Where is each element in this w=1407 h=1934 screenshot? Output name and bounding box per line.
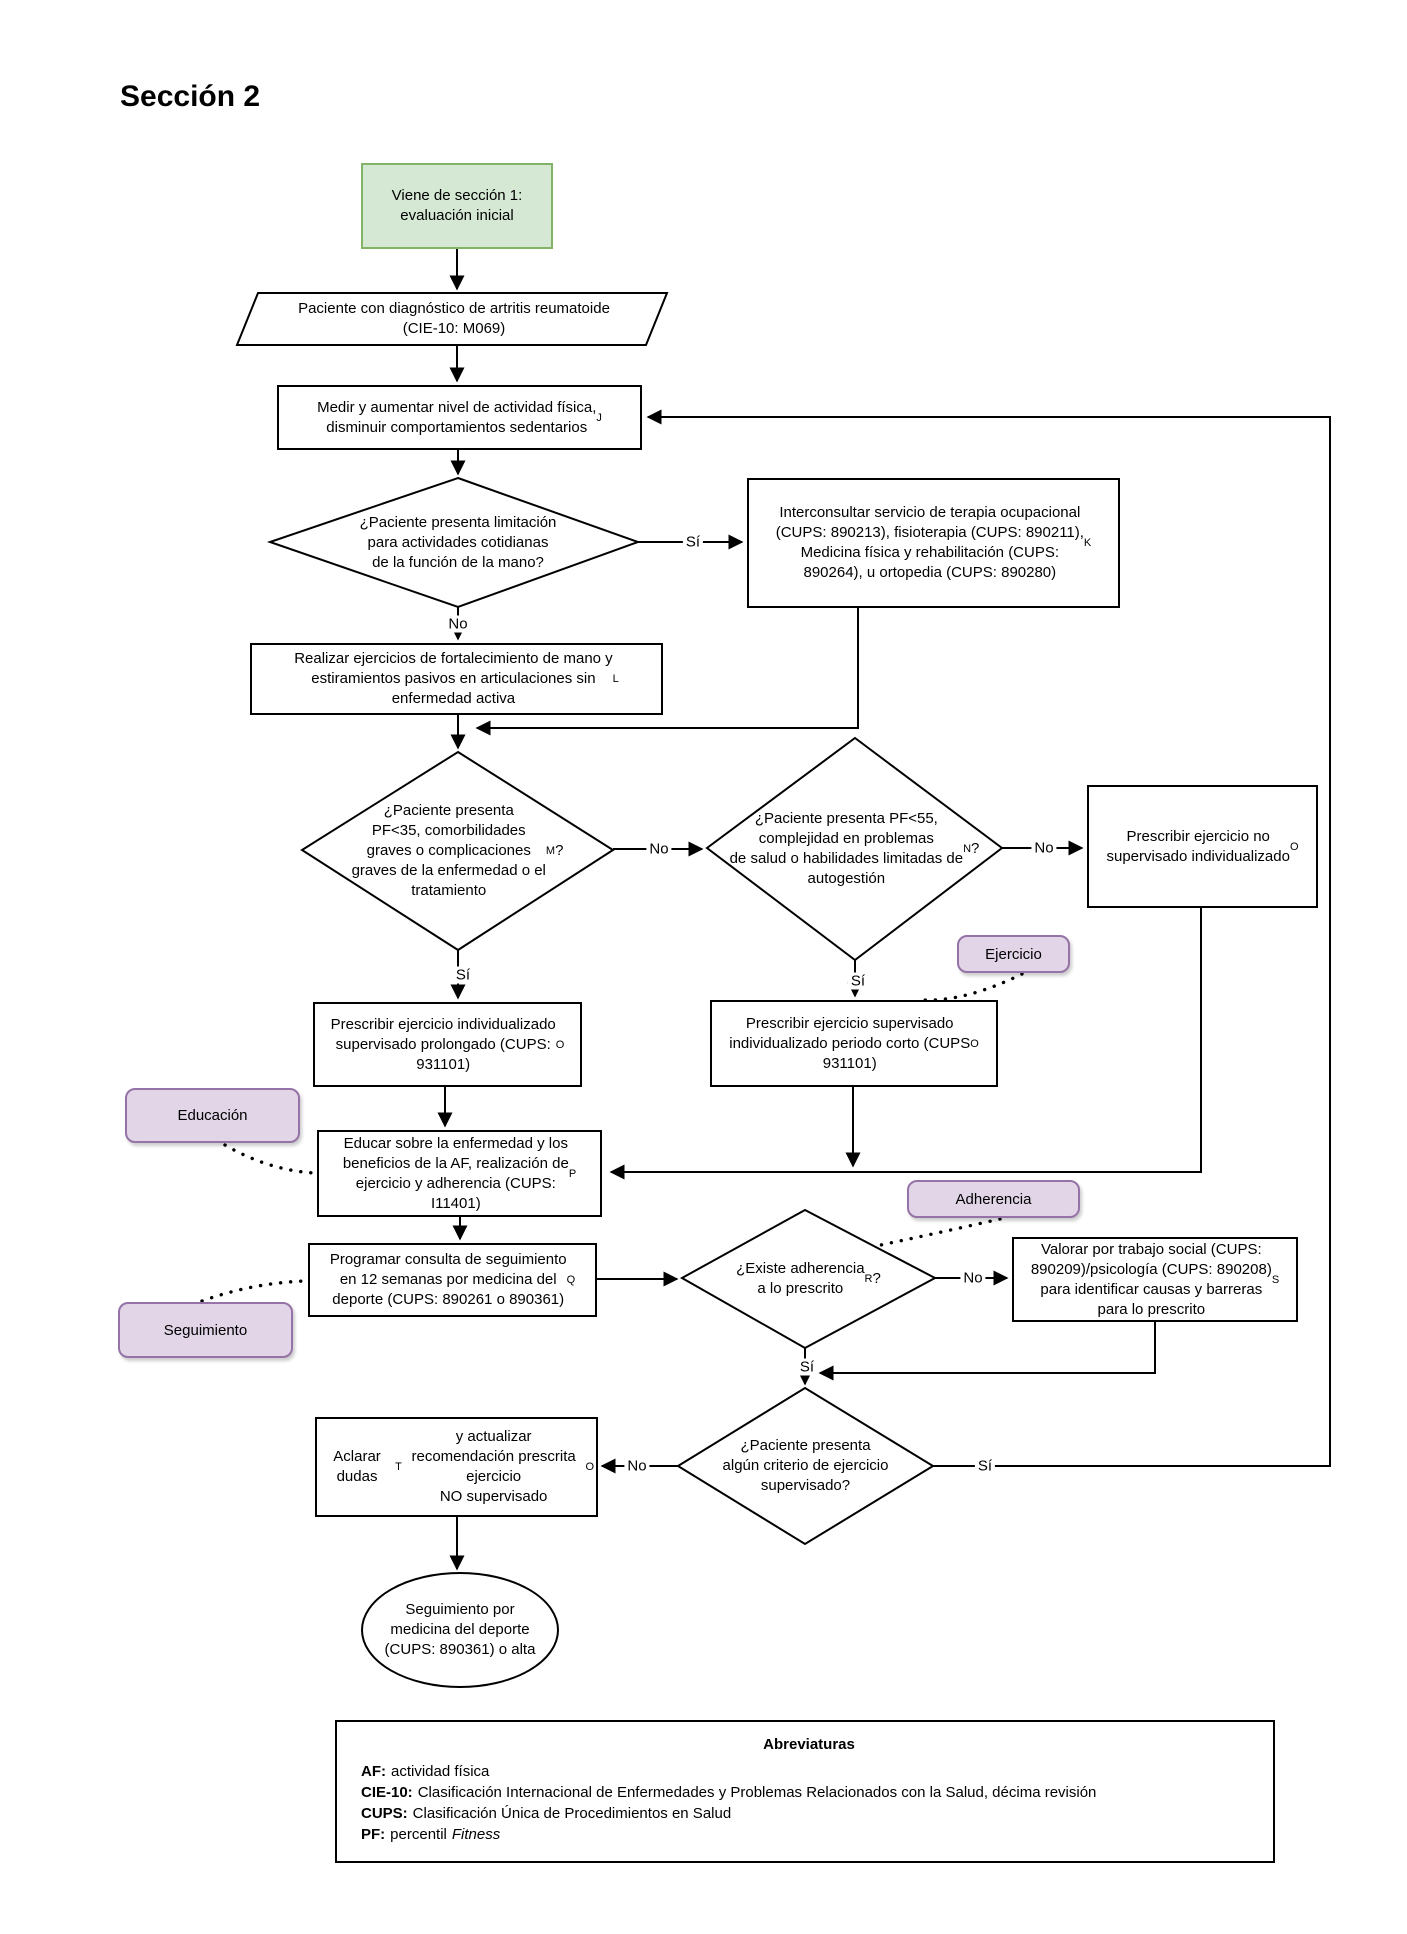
edge-label-criterio-si: Sí	[974, 1457, 996, 1475]
node-realizar-ejercicios: Realizar ejercicios de fortalecimiento d…	[250, 643, 663, 715]
node-criterio-supervisado-question: ¿Paciente presenta algún criterio de eje…	[722, 1437, 889, 1494]
edge-nosupervisado-to-educar	[609, 908, 1202, 1180]
pf35-diamond	[300, 750, 615, 952]
edge-label-adherencia-si: Sí	[796, 1358, 818, 1376]
edge-label-mano-si: Sí	[682, 533, 704, 551]
abbreviation-term: AF:	[361, 1763, 386, 1780]
node-start-seccion1: Viene de sección 1: evaluación inicial	[361, 163, 553, 249]
badge-seguimiento: Seguimiento	[118, 1302, 293, 1358]
patient-parallelogram	[235, 292, 669, 346]
edge-interconsultar-return	[475, 608, 859, 736]
abbreviation-def: percentil	[390, 1826, 447, 1843]
node-interconsultar: Interconsultar servicio de terapia ocupa…	[747, 478, 1120, 608]
abbreviation-italic: Fitness	[451, 1826, 501, 1843]
badge-educacion: Educación	[125, 1088, 300, 1143]
abbreviation-cups: CUPS:Clasificación Única de Procedimient…	[361, 1803, 1257, 1824]
node-medir-actividad: Medir y aumentar nivel de actividad físi…	[277, 385, 642, 450]
pf55-diamond	[705, 736, 1004, 962]
badge-adherencia: Adherencia	[907, 1180, 1080, 1218]
badge-adherencia-connector	[874, 1217, 1002, 1248]
adherencia-diamond	[679, 1208, 938, 1350]
node-pf35-question: ¿Paciente presenta PF<35, comorbilidades…	[351, 802, 564, 899]
node-paciente-diagnostico: Paciente con diagnóstico de artritis reu…	[298, 300, 610, 337]
abbreviation-cie10: CIE-10:Clasificación Internacional de En…	[361, 1782, 1257, 1803]
abbreviation-def: actividad física	[391, 1763, 490, 1780]
abbreviations-title: Abreviaturas	[763, 1736, 855, 1753]
node-programar-seguimiento: Programar consulta de seguimiento en 12 …	[308, 1243, 597, 1317]
fin-ellipse	[361, 1572, 559, 1688]
edge-label-pf55-si: Sí	[847, 972, 869, 990]
edge-label-mano-no: No	[445, 615, 471, 633]
node-educar: Educar sobre la enfermedad y los benefic…	[317, 1130, 602, 1217]
edge-valorar-return	[818, 1322, 1156, 1381]
node-fin-seguimiento: Seguimiento por medicina del deporte (CU…	[384, 1601, 536, 1658]
node-pf55-question: ¿Paciente presenta PF<55, complejidad en…	[729, 810, 980, 887]
badge-seguimiento-connector	[200, 1279, 307, 1303]
node-limitacion-mano-question: ¿Paciente presenta limitación para activ…	[359, 513, 557, 571]
badge-ejercicio: Ejercicio	[957, 935, 1070, 973]
abbreviation-def: Clasificación Única de Procedimientos en…	[412, 1805, 732, 1822]
edge-label-criterio-no: No	[624, 1457, 650, 1475]
page-title: Sección 2	[120, 80, 261, 113]
abbreviation-term: PF:	[361, 1826, 386, 1843]
mano-diamond	[266, 476, 641, 609]
abbreviation-term: CUPS:	[361, 1805, 408, 1822]
node-prescribir-periodo-corto: Prescribir ejercicio supervisado individ…	[710, 1000, 998, 1087]
node-valorar-trabajo-social: Valorar por trabajo social (CUPS: 890209…	[1012, 1237, 1298, 1322]
criterio-diamond	[676, 1386, 935, 1546]
badge-educacion-connector	[223, 1143, 316, 1175]
edge-label-pf35-no: No	[646, 840, 672, 858]
abbreviations-box: Abreviaturas AF: actividad física CIE-10:…	[335, 1720, 1275, 1863]
badge-ejercicio-connector	[920, 972, 1024, 1002]
abbreviation-def: Clasificación Internacional de Enfermeda…	[417, 1784, 1097, 1801]
edge-criterio-si-loop-to-medir	[646, 409, 1331, 1467]
edge-label-pf35-si: Sí	[452, 966, 474, 984]
edge-label-adherencia-no: No	[960, 1269, 986, 1287]
node-prescribir-prolongado: Prescribir ejercicio individualizado sup…	[313, 1002, 582, 1087]
edge-label-pf55-no: No	[1031, 839, 1057, 857]
abbreviation-term: CIE-10:	[361, 1784, 413, 1801]
node-prescribir-no-supervisado: Prescribir ejercicio no supervisado indi…	[1087, 785, 1318, 908]
abbreviation-af: AF: actividad física	[361, 1761, 1257, 1782]
